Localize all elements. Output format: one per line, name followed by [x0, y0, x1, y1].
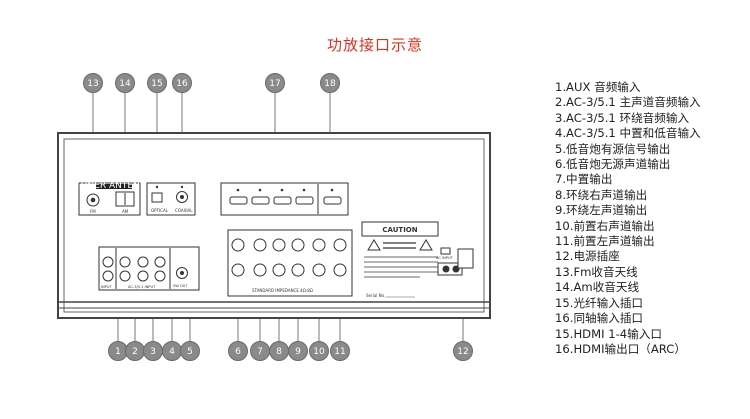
am-antenna-terminal — [115, 191, 135, 207]
callout-1: 1 — [108, 341, 128, 361]
callout-number: 2 — [132, 347, 138, 357]
sw-out-jack — [176, 267, 188, 279]
callout-17: 17 — [265, 73, 285, 93]
callout-4: 4 — [162, 341, 182, 361]
legend-item: 16.同轴输入插口 — [555, 311, 644, 326]
digital-input-module: OPTICAL COAXIAL — [146, 182, 196, 216]
legend-item: 15.光纤输入插口 — [555, 295, 644, 310]
callout-16: 16 — [172, 73, 192, 93]
sw-out-label: SW OUT — [173, 284, 188, 288]
legend-item: 2.AC-3/5.1 主声道音频输入 — [555, 95, 701, 110]
callout-number: 10 — [313, 347, 325, 357]
callout-5: 5 — [180, 341, 200, 361]
ac3-input-jacks — [119, 256, 166, 282]
speaker-terminal-module: STANDARD IMPEDANCE 4Ω-8Ω — [227, 229, 353, 297]
impedance-label: STANDARD IMPEDANCE 4Ω-8Ω — [252, 288, 313, 293]
callout-number: 3 — [150, 347, 156, 357]
serial-label: Serial No. — [366, 293, 385, 298]
callout-number: 9 — [295, 347, 301, 357]
callout-7: 7 — [250, 341, 270, 361]
callout-number: 7 — [257, 347, 263, 357]
legend-item: 6.低音炮无源声道输出 — [555, 157, 671, 172]
legend-item: 5.低音炮有源信号输出 — [555, 141, 671, 156]
fm-label: FM — [90, 209, 96, 214]
callout-number: 1 — [115, 347, 121, 357]
hdmi-input-2 — [251, 196, 270, 205]
callout-number: 11 — [334, 347, 345, 357]
input-label: INPUT — [101, 285, 113, 289]
hdmi-output-arc — [323, 196, 342, 205]
callout-number: 18 — [324, 79, 336, 89]
callout-3: 3 — [143, 341, 163, 361]
coaxial-label: COAXIAL — [175, 208, 193, 213]
am-label: AM — [122, 209, 129, 214]
rear-panel-diagram: TUNER ANTENNA FM AM OPTICAL COAXIAL — [57, 73, 491, 361]
optical-label: OPTICAL — [151, 208, 169, 213]
ac3-input-label: AC-3/5.1 INPUT — [128, 285, 156, 289]
hdmi-module — [220, 182, 349, 216]
caution-label-block: CAUTION Serial No. — [361, 221, 439, 298]
callout-2: 2 — [125, 341, 145, 361]
legend-item: 9.环绕左声道输出 — [555, 203, 648, 218]
audio-input-module: INPUT AC-3/5.1 INPUT SW OUT — [98, 246, 200, 291]
callout-number: 15 — [151, 79, 162, 89]
legend-item: 4.AC-3/5.1 中置和低音输入 — [555, 126, 701, 141]
tuner-label: TUNER ANTENNA — [74, 181, 153, 191]
callout-number: 4 — [169, 347, 175, 357]
legend-item: 12.电源插座 — [555, 249, 620, 264]
callout-18: 18 — [320, 73, 340, 93]
callout-13: 13 — [83, 73, 103, 93]
callout-number: 8 — [276, 347, 282, 357]
legend-item: 13.Fm收音天线 — [555, 264, 638, 279]
ac-input-label: AC INPUT — [436, 256, 454, 260]
callout-number: 13 — [87, 79, 98, 89]
coaxial-input-jack — [176, 191, 188, 203]
callout-number: 17 — [269, 79, 280, 89]
legend-item: 16.HDMI输出口（ARC） — [555, 341, 686, 356]
ac-power-socket: AC INPUT — [436, 247, 474, 276]
callout-14: 14 — [115, 73, 135, 93]
hdmi-input-4 — [295, 196, 314, 205]
caution-text: CAUTION — [382, 226, 417, 234]
diagram-title: 功放接口示意 — [326, 36, 423, 54]
callout-10: 10 — [309, 341, 329, 361]
fm-antenna-jack — [86, 193, 100, 207]
legend-item: 14.Am收音天线 — [555, 280, 640, 295]
callout-12: 12 — [453, 341, 473, 361]
legend-item: 8.环绕右声道输出 — [555, 187, 648, 202]
optical-input-jack — [151, 192, 163, 203]
legend-item: 3.AC-3/5.1 环绕音频输入 — [555, 110, 690, 125]
legend-item: 11.前置左声道输出 — [555, 234, 655, 249]
hdmi-input-1 — [229, 196, 248, 205]
aux-input-jacks — [102, 256, 114, 282]
legend-item: 10.前置右声道输出 — [555, 218, 655, 233]
callout-8: 8 — [269, 341, 289, 361]
callout-number: 5 — [187, 347, 193, 357]
hdmi-input-3 — [273, 196, 292, 205]
legend-item: 1.AUX 音频输入 — [555, 80, 641, 94]
callout-number: 6 — [235, 347, 241, 357]
callout-9: 9 — [288, 341, 308, 361]
callout-6: 6 — [228, 341, 248, 361]
tuner-antenna-module: TUNER ANTENNA FM AM — [74, 181, 153, 216]
legend-item: 15.HDMI 1-4输入口 — [555, 326, 662, 341]
callout-number: 14 — [119, 79, 131, 89]
callout-number: 12 — [457, 347, 468, 357]
legend-item: 7.中置输出 — [555, 172, 613, 187]
callout-15: 15 — [147, 73, 167, 93]
callout-number: 16 — [176, 79, 188, 89]
callout-11: 11 — [330, 341, 350, 361]
